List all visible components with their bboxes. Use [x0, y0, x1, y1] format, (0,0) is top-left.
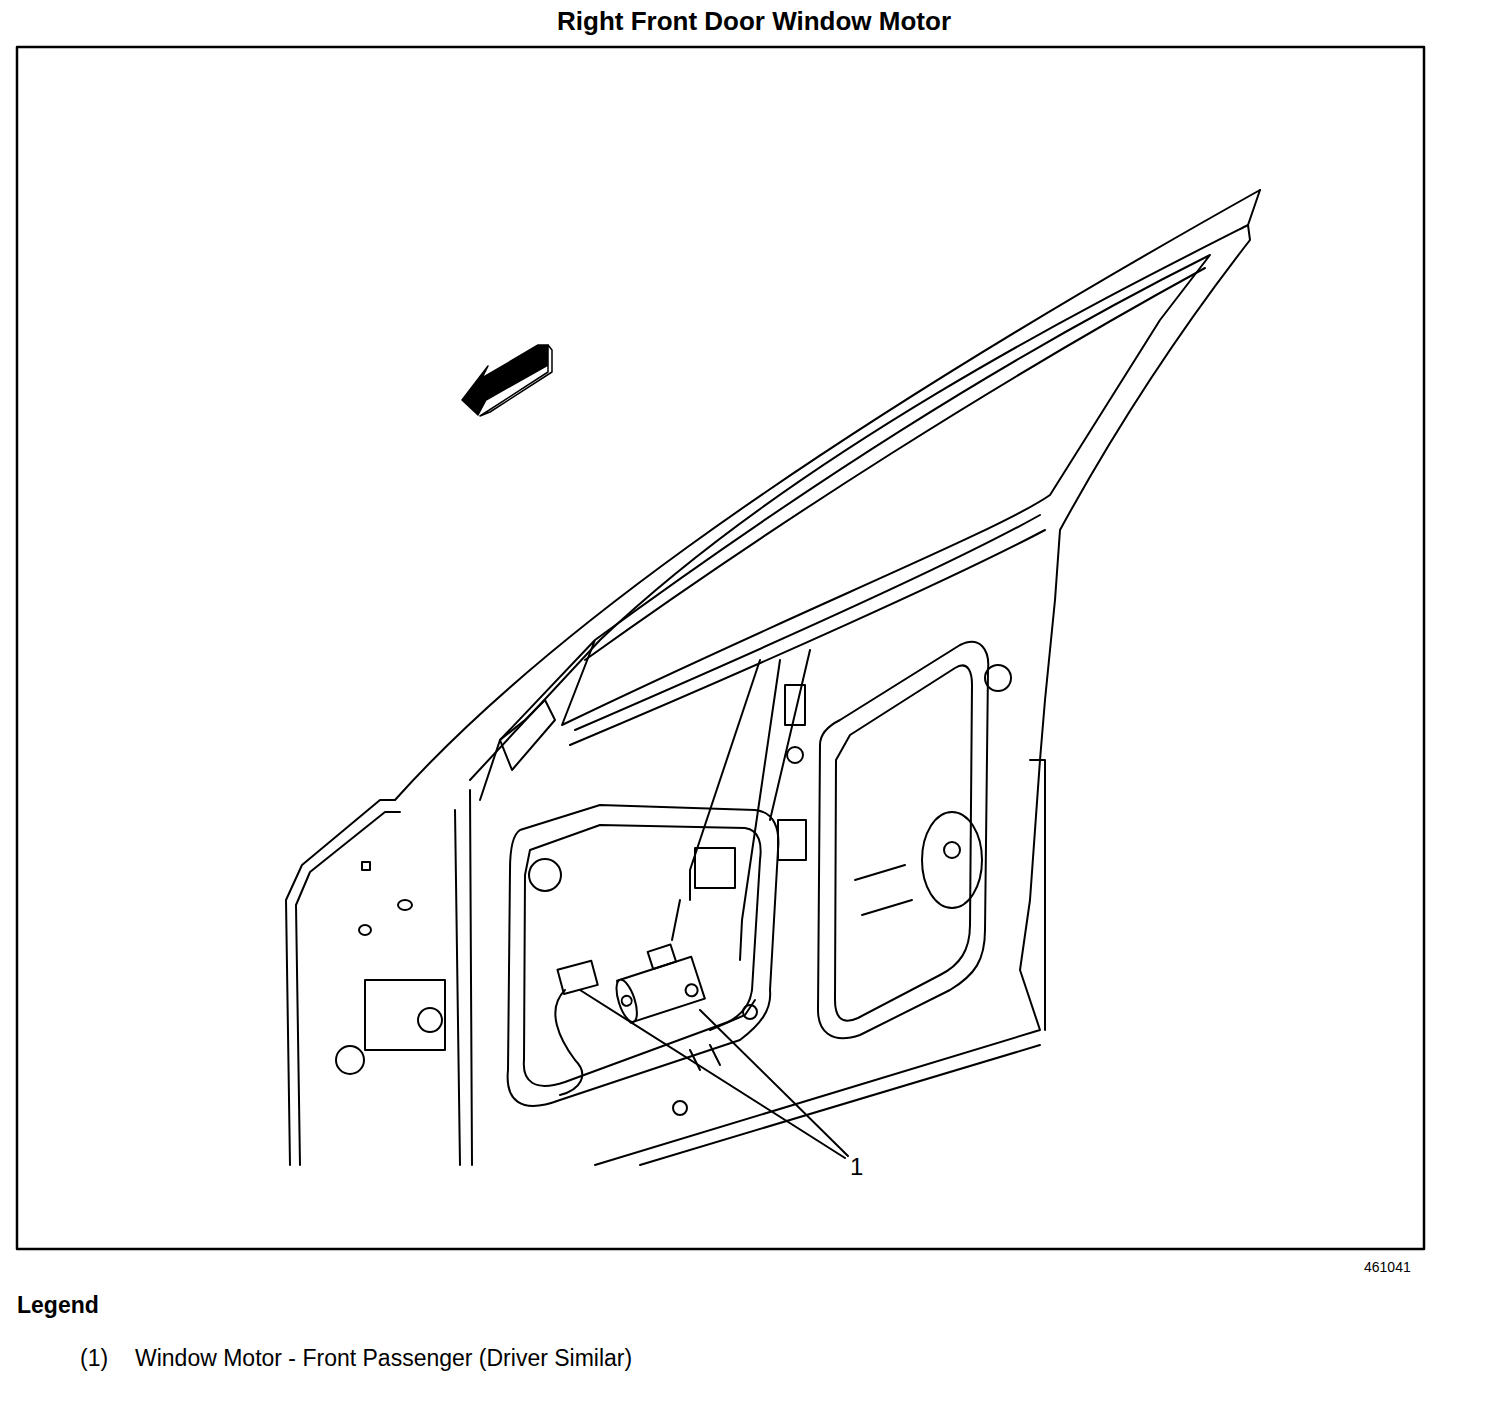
regulator-clip — [778, 820, 806, 860]
panel-rear-step — [1030, 760, 1045, 1030]
bolt — [787, 747, 803, 763]
regulator-clip — [785, 685, 805, 725]
hinge-hole — [418, 1008, 442, 1032]
window-frame-outer — [470, 225, 1248, 780]
leader-line — [580, 990, 845, 1158]
motor-connector — [557, 961, 597, 994]
panel-marks — [690, 1045, 720, 1070]
front-access-hole — [508, 805, 779, 1106]
figure-frame — [17, 47, 1424, 1249]
pillar-hole — [359, 925, 371, 935]
panel-hole — [985, 665, 1011, 691]
pillar-hole — [398, 900, 412, 910]
wire-harness — [555, 990, 582, 1095]
latch-key — [944, 842, 960, 858]
regulator-bracket — [695, 848, 735, 888]
bolt — [743, 1005, 757, 1019]
belt-line — [575, 515, 1040, 730]
cable — [672, 900, 742, 960]
leader-line — [700, 1010, 848, 1156]
rear-access-hole — [818, 642, 988, 1038]
belt-line-lower — [570, 530, 1045, 745]
door-outer-frame — [286, 190, 1260, 1165]
diagram-title: Right Front Door Window Motor — [2, 6, 1504, 37]
figure-number: 461041 — [1364, 1259, 1411, 1276]
panel-marks — [855, 865, 912, 915]
legend-text: Window Motor - Front Passenger (Driver S… — [135, 1345, 655, 1373]
panel-front-edge — [455, 810, 460, 1165]
pillar-hole — [336, 1046, 364, 1074]
latch-opening — [922, 812, 982, 908]
rear-access-hole-inner — [835, 665, 972, 1020]
bolt — [673, 1101, 687, 1115]
mirror-mount — [500, 700, 555, 770]
regulator-rail — [690, 650, 810, 920]
hinge-block — [365, 980, 445, 1050]
panel-front-flange — [470, 790, 472, 1165]
window-channel — [585, 268, 1205, 660]
direction-arrow-face — [480, 345, 552, 416]
pillar-edge — [296, 812, 400, 1165]
legend-key: (1) — [80, 1345, 108, 1373]
window-frame-inner — [480, 255, 1210, 800]
panel-hole — [529, 859, 561, 891]
callout-number: 1 — [850, 1153, 863, 1182]
legend-heading: Legend — [17, 1292, 99, 1320]
front-access-hole-inner — [524, 825, 761, 1086]
pillar-hole — [362, 862, 370, 870]
window-motor — [607, 940, 705, 1025]
